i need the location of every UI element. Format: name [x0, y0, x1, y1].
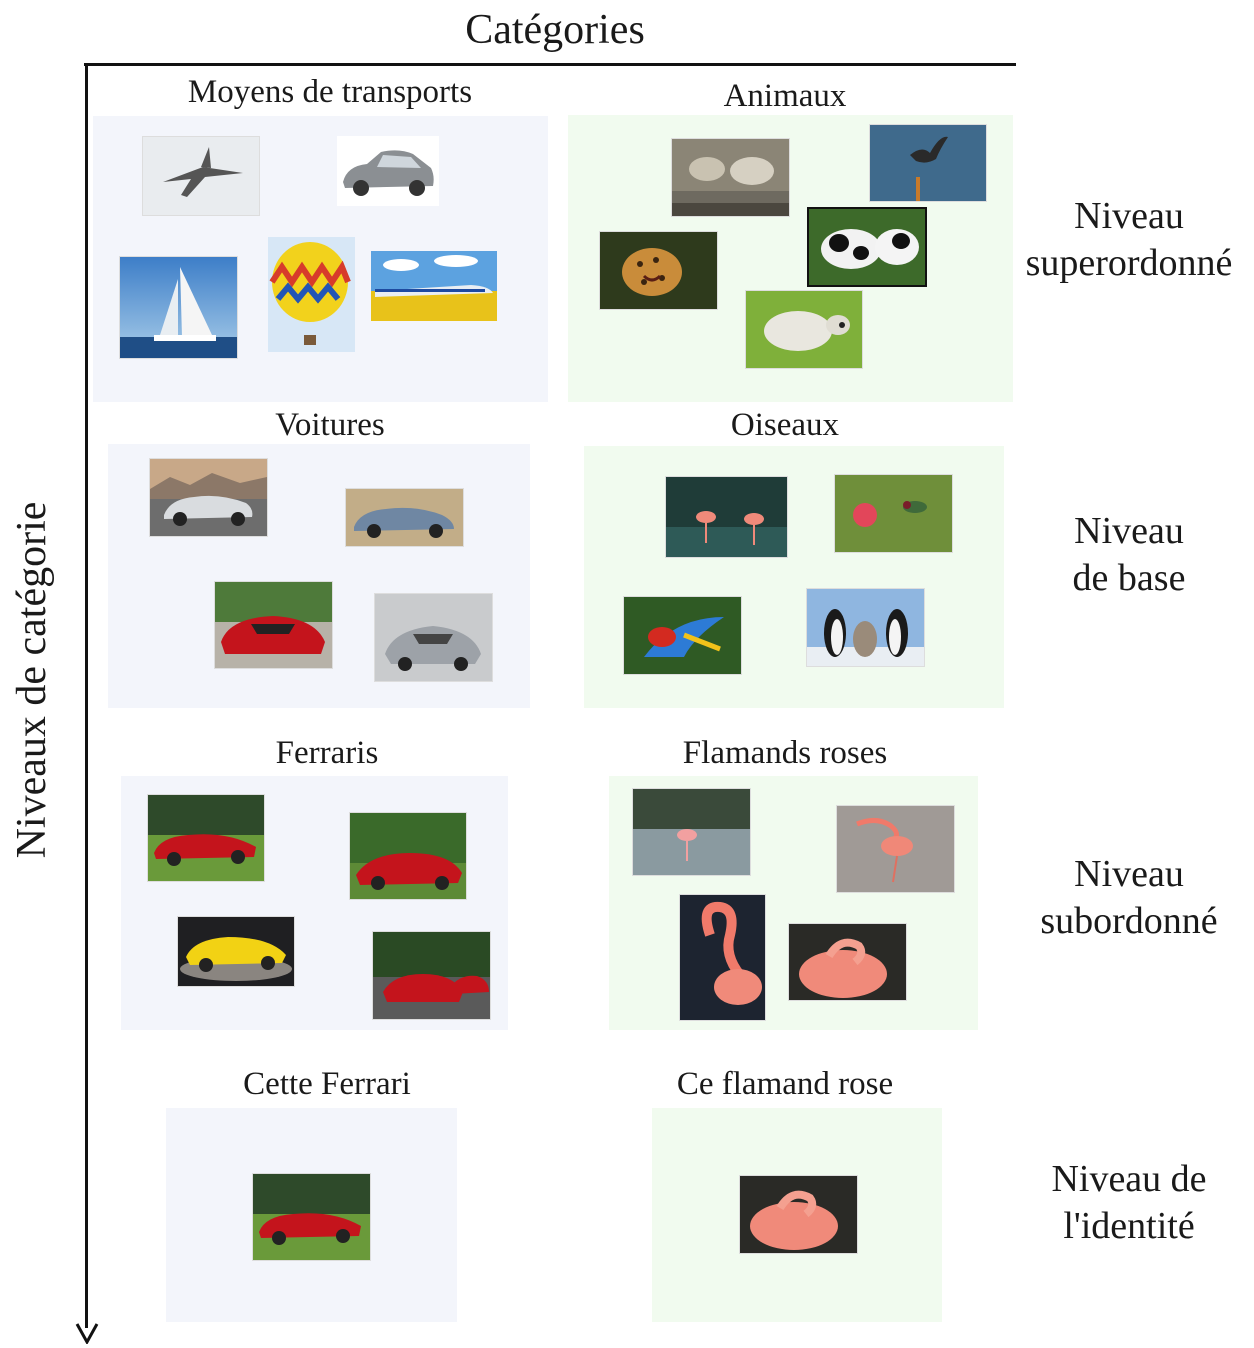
level-axis-line	[85, 63, 88, 1328]
silver-mercedes-slr-photo	[374, 593, 493, 682]
label-basic-left: Voitures	[275, 407, 385, 443]
hot-air-balloon-photo	[268, 237, 355, 352]
yellow-ferrari-photo	[177, 916, 295, 987]
category-axis-line	[84, 63, 1016, 66]
panel-cars	[108, 444, 530, 708]
this-ferrari-photo	[252, 1173, 371, 1261]
high-speed-train-photo	[371, 251, 497, 321]
panel-flamingos	[609, 776, 978, 1030]
silver-sedan-photo	[337, 136, 439, 206]
panel-this-flamingo	[652, 1108, 942, 1322]
hummingbird-photo	[834, 474, 953, 553]
red-ferrari-rear-photo	[349, 812, 467, 900]
label-subordinate-left: Ferraris	[275, 735, 379, 771]
scarlet-macaw-photo	[623, 596, 742, 675]
blue-coupe-photo	[345, 488, 464, 547]
red-ferraris-road-photo	[372, 931, 491, 1020]
label-superordinate-right: Animaux	[723, 78, 847, 114]
label-basic-right: Oiseaux	[730, 407, 840, 443]
label-superordinate-left: Moyens de transports	[187, 74, 473, 110]
sailboat-photo	[119, 256, 238, 359]
black-white-cows-photo	[807, 207, 927, 287]
flying-bird-photo	[869, 124, 987, 202]
red-ferrari-side-photo	[147, 794, 265, 882]
penguins-photo	[806, 588, 925, 667]
flamingo-closeup-photo	[679, 894, 766, 1021]
panel-transport	[93, 116, 548, 402]
flamingo-resting-photo	[788, 923, 907, 1001]
arrow-down-icon	[75, 1323, 99, 1344]
panel-birds	[584, 446, 1004, 708]
this-flamingo-photo	[739, 1175, 858, 1254]
flamingo-feeding-photo	[836, 805, 955, 893]
panel-ferraris	[121, 776, 508, 1030]
cattle-at-trough-photo	[671, 138, 790, 217]
categories-title: Catégories	[465, 7, 645, 53]
silver-porsche-photo	[149, 458, 268, 537]
label-subordinate-right: Flamands roses	[682, 735, 888, 771]
lamb-in-grass-photo	[745, 290, 863, 369]
panel-animals	[568, 115, 1013, 402]
jet-fighter-photo	[142, 136, 260, 216]
label-identity-right: Ce flamand rose	[676, 1066, 894, 1102]
leopard-photo	[599, 231, 718, 310]
red-ferrari-enzo-photo	[214, 581, 333, 669]
label-identity-left: Cette Ferrari	[243, 1066, 411, 1102]
flamingo-wading-photo	[632, 788, 751, 876]
flamingos-in-water-photo	[665, 476, 788, 558]
panel-this-ferrari	[166, 1108, 457, 1322]
